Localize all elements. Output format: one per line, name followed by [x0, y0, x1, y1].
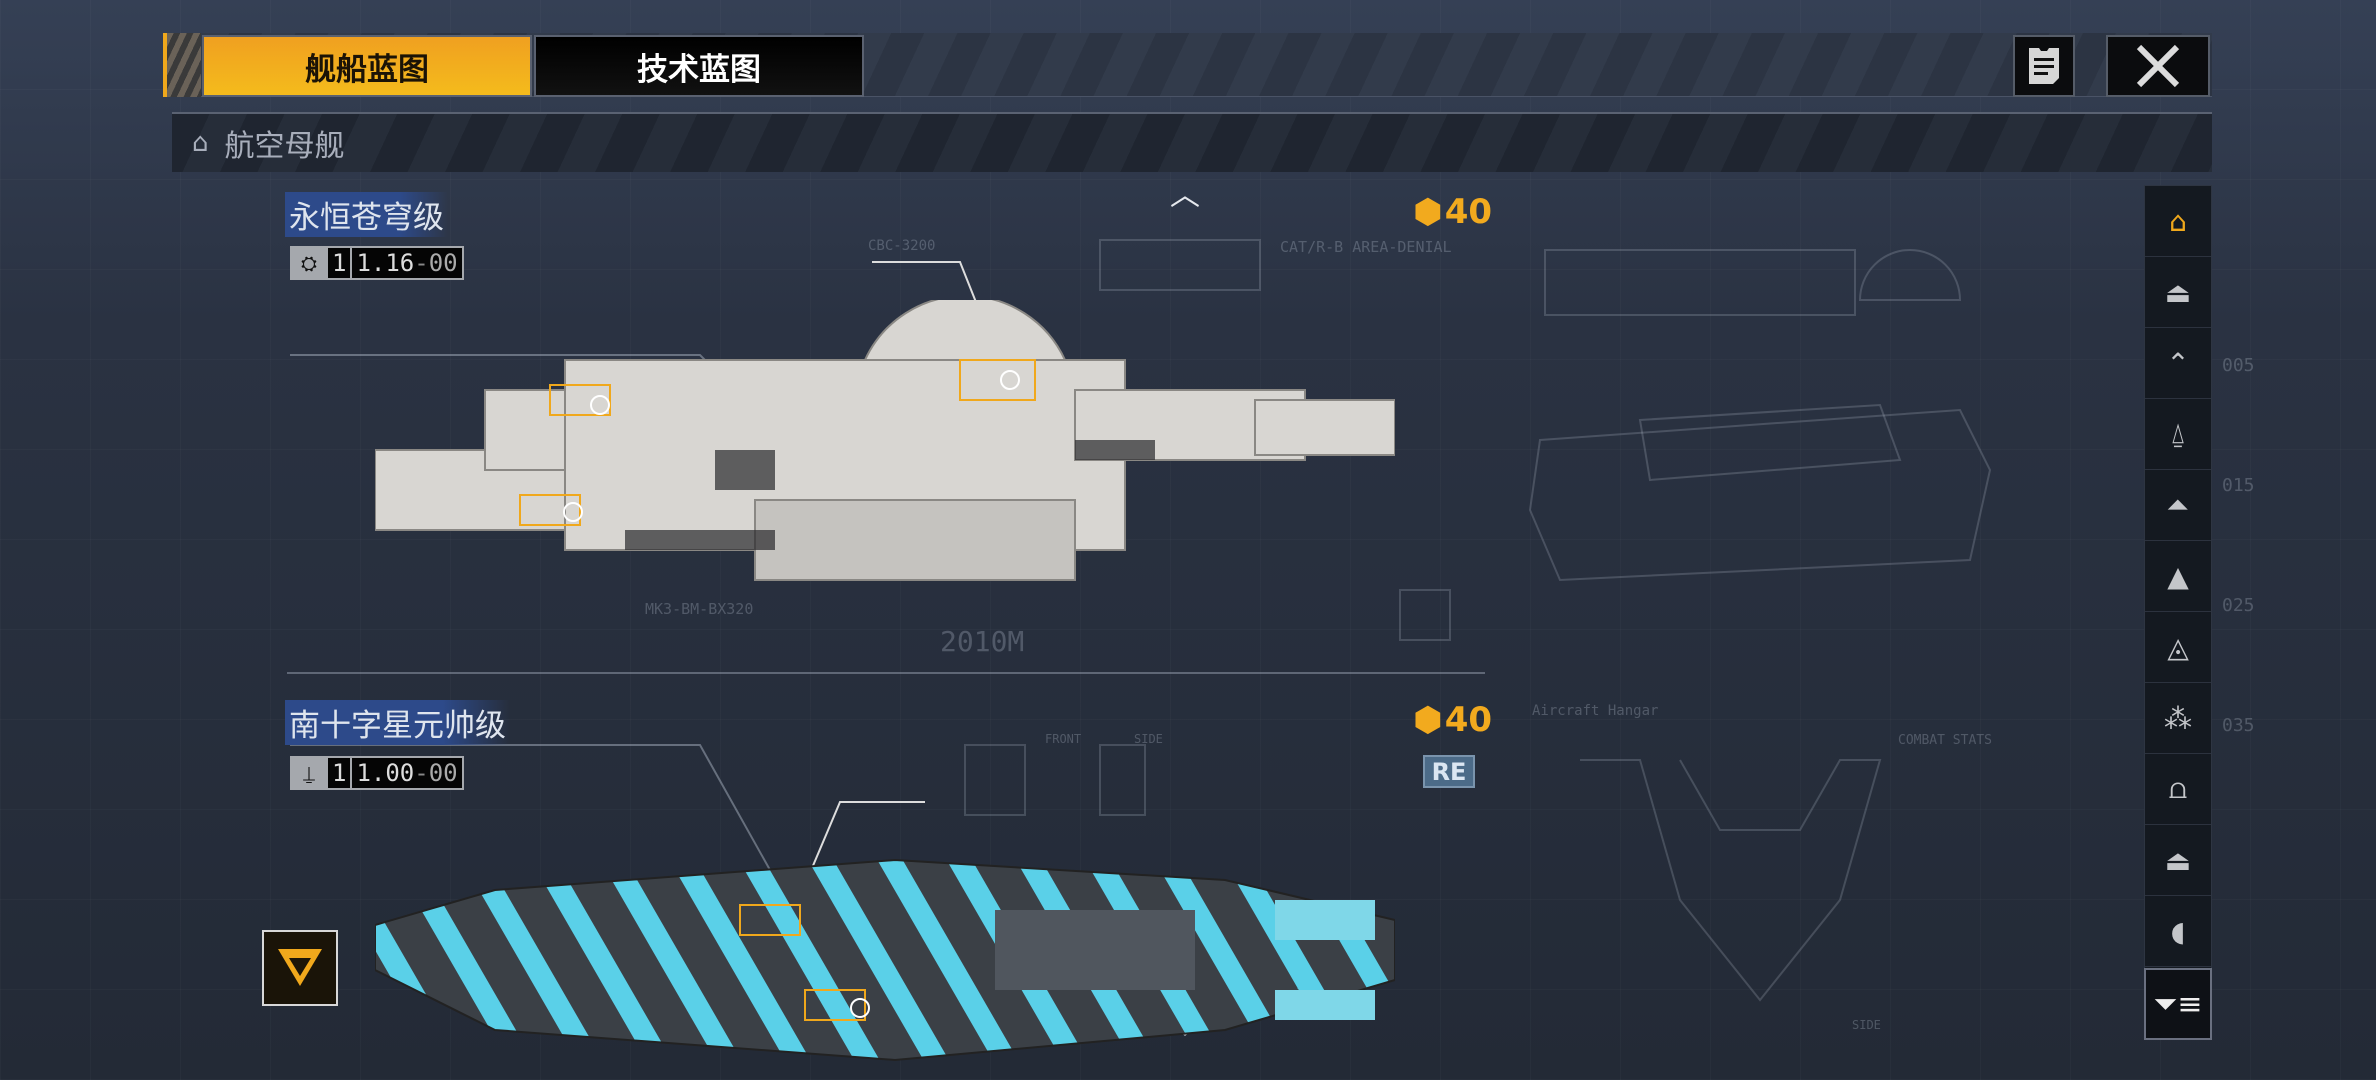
weapon-label: MK3-BM-BX320 [645, 600, 754, 618]
carrier-icon: ⌂ [192, 128, 209, 158]
sidebar-item-corvette[interactable]: ▲ [2145, 541, 2211, 612]
sidebar-item-aux-ship[interactable]: ◬ [2145, 612, 2211, 683]
re-tag: RE [1423, 755, 1475, 788]
category-title: 航空母舰 [224, 129, 345, 164]
star-chip-icon: ⬢ [1413, 192, 1443, 232]
ship-model-1[interactable] [375, 300, 1395, 590]
sidebar-item-station[interactable]: ◖ [2145, 896, 2211, 967]
scale-label: 015 [2222, 475, 2255, 496]
stats-label: COMBAT STATS [1898, 733, 1992, 748]
close-button[interactable] [2106, 35, 2210, 97]
side-label-2: SIDE [1852, 1018, 1881, 1032]
sidebar-item-base[interactable]: ⏏ [2145, 825, 2211, 896]
front-label: FRONT [1045, 732, 1082, 746]
callout-label: CBC-3200 [868, 238, 936, 254]
close-icon [2136, 44, 2180, 88]
notes-button[interactable] [2013, 35, 2075, 97]
fighter-class-icon: ⍊ [303, 761, 315, 785]
ship-name[interactable]: 永恒苍穹级 [285, 192, 448, 237]
tab-ship-blueprint[interactable]: 舰船蓝图 [202, 35, 532, 97]
filter-icon: ⏷≡ [2153, 986, 2203, 1022]
sidebar-item-strike-craft[interactable]: ⁂ [2145, 683, 2211, 754]
scale-label: 035 [2222, 715, 2255, 736]
scale-label: 025 [2222, 595, 2255, 616]
sidebar-item-battlecruiser[interactable]: ⏏ [2145, 257, 2211, 328]
sidebar-item-carrier[interactable]: ⌂ [2145, 186, 2211, 257]
ship-version: 1.00 [356, 759, 415, 787]
document-icon [2029, 48, 2059, 84]
hangar-label: Aircraft Hangar [1532, 703, 1659, 719]
ship-version: 1.16 [356, 249, 415, 277]
ship-class-sidebar: ⌂ ⏏ ⌃ ⍙ ⏶ ▲ ◬ ⁂ ⩍ ⏏ ◖ [2144, 185, 2212, 1040]
scroll-up-chevron[interactable]: ︿ [1170, 178, 1200, 213]
side-label: SIDE [1134, 732, 1163, 746]
ship-level-badge: ⛭ 1 1.16-00 [290, 246, 464, 280]
ship-cost: ⬢40 [1413, 700, 1493, 740]
sidebar-item-hangar-carrier[interactable]: ⩍ [2145, 754, 2211, 825]
tab-tech-blueprint[interactable]: 技术蓝图 [534, 35, 864, 97]
faction-filter-button[interactable] [262, 930, 338, 1006]
sidebar-item-destroyer[interactable]: ⍙ [2145, 399, 2211, 470]
category-bar: ⌂ 航空母舰 [172, 112, 2212, 172]
star-chip-icon: ⬢ [1413, 700, 1443, 740]
length-label: 2010M [940, 625, 1025, 658]
ship-level-badge: ⍊ 1 1.00-00 [290, 756, 464, 790]
sidebar-item-frigate[interactable]: ⏶ [2145, 470, 2211, 541]
sidebar-item-cruiser[interactable]: ⌃ [2145, 328, 2211, 399]
triangle-down-icon [278, 949, 322, 986]
top-bar-accent [163, 33, 201, 97]
ship-model-2[interactable] [375, 830, 1395, 1080]
ship-cost: ⬢40 [1413, 192, 1493, 232]
filter-button[interactable]: ⏷≡ [2144, 968, 2212, 1040]
module-label: CAT/R-B AREA-DENIAL [1280, 238, 1452, 256]
leader-line-2 [290, 744, 771, 871]
ship-name[interactable]: 南十字星元帅级 [285, 700, 510, 745]
carrier-class-icon: ⛭ [301, 251, 317, 275]
scale-label: 005 [2222, 355, 2255, 376]
